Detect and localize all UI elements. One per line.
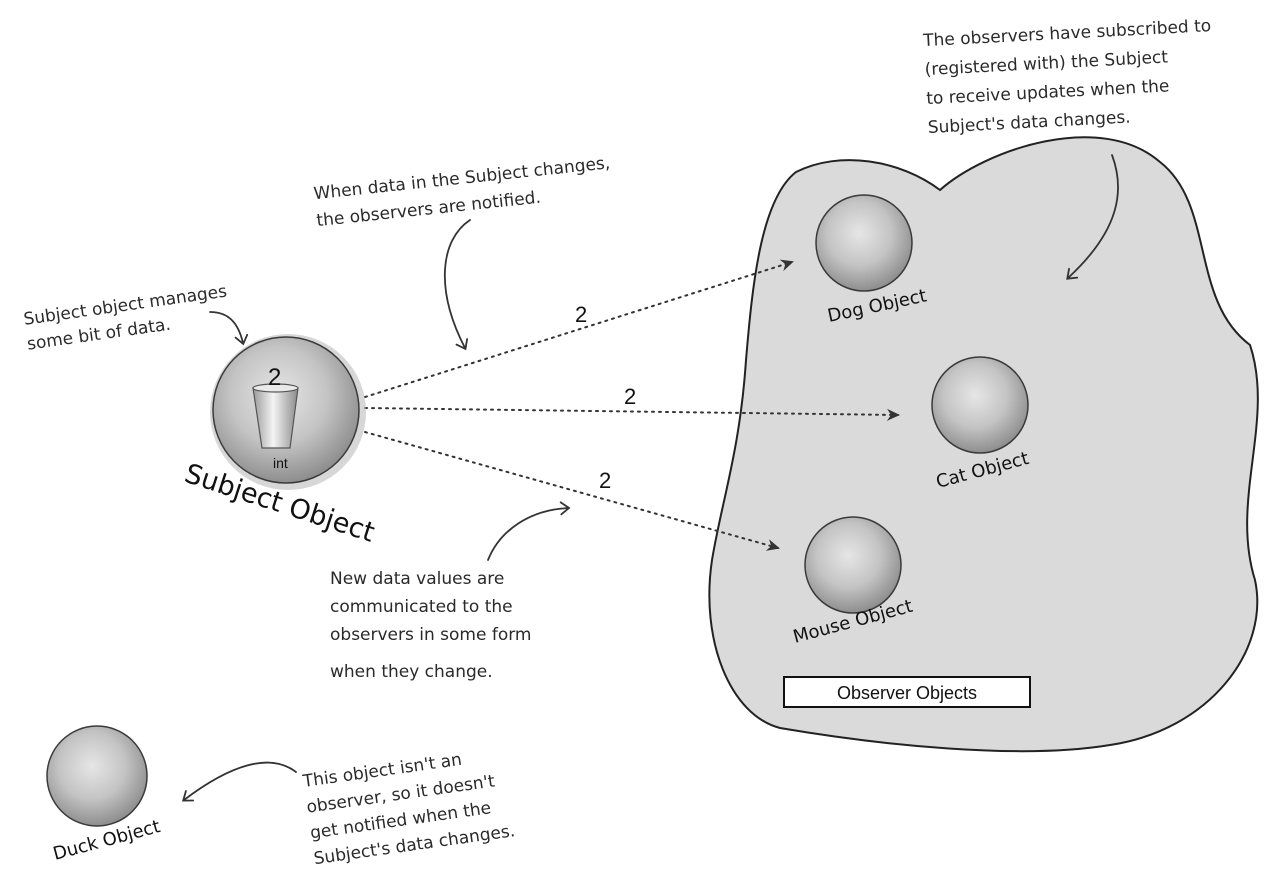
notify-arrow-dog bbox=[364, 259, 794, 398]
observer-group-label-box bbox=[783, 676, 1031, 708]
annotation-subject-manages: Subject object manages some bit of data. bbox=[22, 282, 228, 355]
cup-icon bbox=[252, 383, 299, 449]
annotation-observers-subscribed-line-2: (registered with) the Subject bbox=[924, 47, 1168, 80]
duck-object bbox=[46, 725, 148, 827]
annotation-not-observer: This object isn't an observer, so it doe… bbox=[301, 750, 517, 869]
message-value-cat: 2 bbox=[624, 384, 636, 409]
message-value-dog: 2 bbox=[575, 302, 587, 327]
annotation-new-values-line-1: New data values are bbox=[330, 569, 504, 589]
subject-object: 2 int bbox=[210, 334, 366, 490]
annotation-new-values-line-3: observers in some form bbox=[330, 625, 532, 645]
annotation-not-observer-arrow bbox=[182, 761, 297, 802]
cat-object bbox=[931, 356, 1029, 454]
notify-arrow-cat bbox=[364, 407, 900, 421]
annotation-observers-subscribed-line-3: to receive updates when the bbox=[926, 76, 1170, 109]
dog-object bbox=[815, 194, 913, 292]
annotation-new-values-line-2: communicated to the bbox=[330, 597, 513, 617]
subject-type-label: int bbox=[273, 455, 288, 471]
annotation-new-values-arrow bbox=[487, 501, 571, 561]
annotation-new-values-line-4: when they change. bbox=[330, 662, 493, 682]
annotation-observers-subscribed-line-4: Subject's data changes. bbox=[927, 107, 1131, 138]
annotation-subject-manages-arrow bbox=[209, 311, 249, 346]
annotation-data-changes: When data in the Subject changes, the ob… bbox=[313, 153, 611, 231]
mouse-object bbox=[804, 516, 902, 614]
message-value-mouse: 2 bbox=[599, 468, 611, 493]
notify-arrow-mouse bbox=[364, 431, 780, 551]
annotation-data-changes-arrow bbox=[443, 219, 471, 351]
annotation-new-values: New data values are communicated to the … bbox=[330, 569, 532, 682]
annotation-observers-subscribed: The observers have subscribed to (regist… bbox=[922, 16, 1212, 138]
annotation-observers-subscribed-arrow bbox=[1066, 154, 1119, 280]
annotation-observers-subscribed-line-1: The observers have subscribed to bbox=[922, 16, 1212, 51]
subject-value: 2 bbox=[268, 364, 281, 391]
observer-group-label: Observer Objects bbox=[837, 683, 977, 703]
